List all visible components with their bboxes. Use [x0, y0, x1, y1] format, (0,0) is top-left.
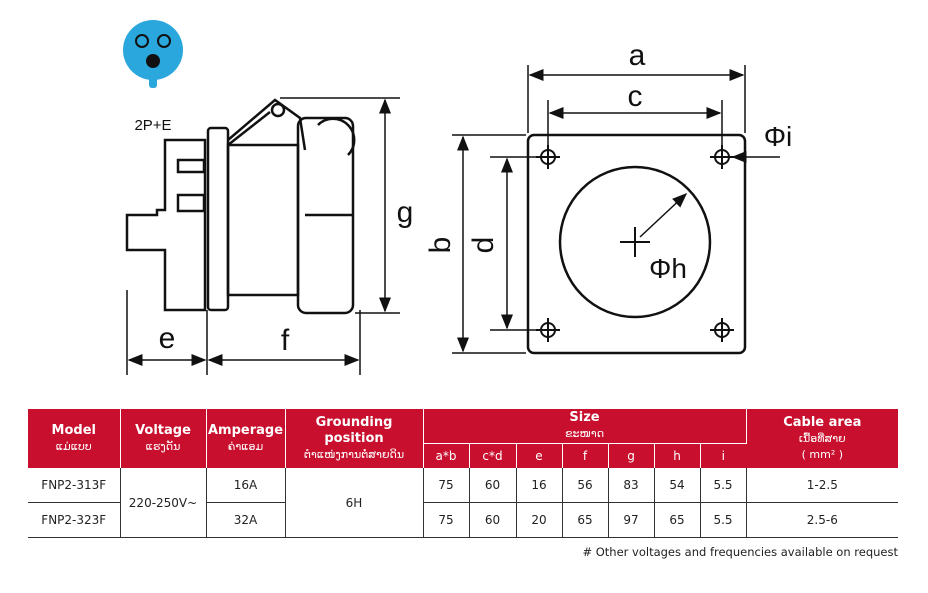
table-row: FNP2-323F 32A 75 60 20 65 97 65 5.5 2.5-… — [28, 502, 899, 538]
cell-dim: 5.5 — [700, 502, 747, 538]
cell-dim: 16 — [516, 468, 563, 503]
dim-a-label: a — [629, 39, 646, 72]
cell-dim: 60 — [469, 468, 517, 503]
dim-d-label: d — [467, 237, 500, 254]
cell-voltage: 220-250V~ — [120, 468, 207, 538]
cell-amperage: 32A — [206, 502, 286, 538]
header-dim-e: e — [516, 443, 563, 468]
technical-drawing: 2P+E g e f a c b d Φi Φh — [123, 20, 793, 375]
cell-dim: 20 — [516, 502, 563, 538]
cell-grounding: 6H — [285, 468, 424, 538]
table-row: FNP2-313F 220-250V~ 16A 6H 75 60 16 56 8… — [28, 468, 899, 538]
header-dim-cd: c*d — [469, 443, 517, 468]
footnote: # Other voltages and frequencies availab… — [582, 545, 898, 559]
cell-dim: 5.5 — [700, 468, 747, 503]
dim-i-label: Φi — [764, 121, 793, 152]
cell-dim: 65 — [562, 502, 609, 538]
dim-b-label: b — [424, 237, 457, 254]
cell-model: FNP2-323F — [28, 502, 121, 538]
cell-dim: 54 — [654, 468, 701, 503]
front-dimensions — [452, 65, 780, 354]
header-dim-ab: a*b — [423, 443, 470, 468]
side-dimensions — [126, 97, 400, 375]
dim-e-label: e — [159, 322, 176, 355]
cell-dim: 65 — [654, 502, 701, 538]
dim-h-label: Φh — [649, 253, 687, 284]
cell-dim: 56 — [562, 468, 609, 503]
cell-dim: 60 — [469, 502, 517, 538]
front-view — [526, 133, 747, 355]
cell-cable: 1-2.5 — [746, 468, 899, 503]
socket-face-icon — [123, 20, 183, 88]
header-dim-h: h — [654, 443, 701, 468]
dim-f-label: f — [281, 324, 290, 357]
cell-dim: 75 — [423, 502, 470, 538]
header-dim-f: f — [562, 443, 609, 468]
dim-c-label: c — [628, 80, 643, 113]
cell-dim: 83 — [608, 468, 655, 503]
header-dim-g: g — [608, 443, 655, 468]
cell-cable: 2.5-6 — [746, 502, 899, 538]
dim-g-label: g — [397, 196, 414, 229]
header-dim-i: i — [700, 443, 747, 468]
cell-amperage: 16A — [206, 468, 286, 503]
socket-label: 2P+E — [134, 117, 171, 134]
cell-model: FNP2-313F — [28, 468, 121, 503]
cell-dim: 97 — [608, 502, 655, 538]
side-view — [125, 98, 356, 315]
cell-dim: 75 — [423, 468, 470, 503]
